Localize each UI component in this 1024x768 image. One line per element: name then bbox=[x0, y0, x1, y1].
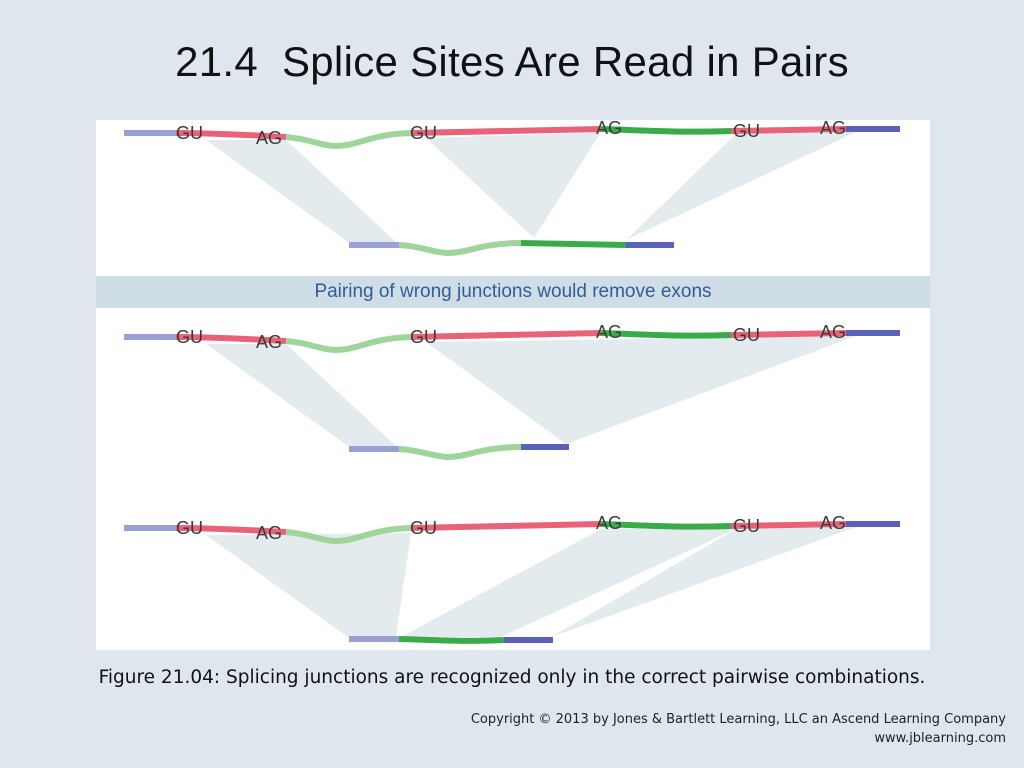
publisher-url: www.jblearning.com bbox=[874, 731, 1006, 746]
pre-mrna-row-1: GU AG GU AG GU AG bbox=[124, 120, 900, 242]
spliced-mrna-1 bbox=[349, 240, 674, 257]
gu-site-2: GU bbox=[410, 123, 437, 143]
gu-site-2-row2: GU bbox=[410, 327, 437, 347]
ag-site-3-row3: AG bbox=[820, 513, 846, 533]
projection-shade-2a bbox=[206, 344, 396, 446]
projection-shade-1a bbox=[206, 140, 396, 242]
pre-mrna-row-2: GU AG GU AG GU AG bbox=[124, 322, 900, 446]
ag-site-2-row3: AG bbox=[596, 513, 622, 533]
gu-site-3: GU bbox=[733, 121, 760, 141]
spliced-mrna-3 bbox=[349, 636, 553, 644]
gu-site-3-row2: GU bbox=[733, 325, 760, 345]
copyright-line: Copyright © 2013 by Jones & Bartlett Lea… bbox=[470, 712, 1006, 727]
wrong-pairing-banner: Pairing of wrong junctions would remove … bbox=[96, 276, 930, 308]
figure-caption: Figure 21.04: Splicing junctions are rec… bbox=[98, 667, 926, 688]
splicing-figure: GU AG GU AG GU AG GU AG GU AG GU AG bbox=[96, 120, 930, 650]
gu-site-3-row3: GU bbox=[733, 516, 760, 536]
ag-site-1-row2: AG bbox=[256, 332, 282, 352]
projection-shade-2b bbox=[426, 336, 856, 444]
copyright-notice: Copyright © 2013 by Jones & Bartlett Lea… bbox=[471, 710, 1006, 748]
projection-shade-1b bbox=[426, 132, 601, 238]
gu-site-1-row3: GU bbox=[176, 518, 203, 538]
slide-title: 21.4 Splice Sites Are Read in Pairs bbox=[175, 38, 849, 85]
gu-site-1: GU bbox=[176, 123, 203, 143]
ag-site-3: AG bbox=[820, 120, 846, 138]
ag-site-1-row3: AG bbox=[256, 523, 282, 543]
ag-site-1: AG bbox=[256, 128, 282, 148]
projection-shade-3b bbox=[401, 529, 736, 637]
gu-site-1-row2: GU bbox=[176, 327, 203, 347]
ag-site-2-row2: AG bbox=[596, 322, 622, 342]
projection-shade-1c bbox=[626, 132, 856, 240]
gu-site-2-row3: GU bbox=[410, 518, 437, 538]
ag-site-2: AG bbox=[596, 120, 622, 138]
projection-shade-3c bbox=[551, 527, 856, 637]
projection-shade-3a bbox=[206, 533, 411, 637]
pre-mrna-row-3: GU AG GU AG GU AG bbox=[124, 513, 900, 637]
splicing-diagram: GU AG GU AG GU AG GU AG GU AG GU AG bbox=[96, 120, 930, 644]
spliced-mrna-2 bbox=[349, 444, 569, 461]
ag-site-3-row2: AG bbox=[820, 322, 846, 342]
